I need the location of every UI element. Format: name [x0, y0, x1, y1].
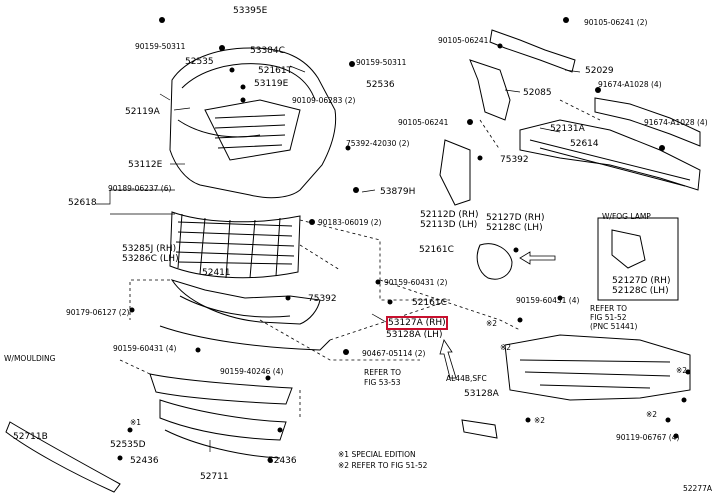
- note-wfog: W/FOG LAMP: [602, 212, 651, 221]
- note-wmoulding: W/MOULDING: [4, 354, 56, 363]
- part-label[interactable]: 52085: [523, 88, 552, 98]
- part-label[interactable]: 90105-06241 (2): [584, 18, 648, 27]
- mark-x2: ※2: [676, 366, 688, 375]
- part-label[interactable]: 90159-50311: [135, 42, 186, 51]
- engine-under-cover: [504, 334, 691, 401]
- part-label[interactable]: 53879H: [380, 187, 416, 197]
- part-label[interactable]: 52131A: [550, 124, 585, 134]
- note-alhb: AL44B,SFC: [446, 374, 487, 383]
- lower-grille: [169, 211, 301, 279]
- note-fig: FIG 51-52: [590, 313, 627, 322]
- part-label[interactable]: 52128C (LH): [486, 223, 543, 233]
- part-label[interactable]: 52127D (RH): [612, 276, 671, 286]
- mark-x2: ※2: [500, 343, 512, 352]
- part-label[interactable]: 90109-06283 (2): [292, 96, 356, 105]
- part-label[interactable]: 90183-06019 (2): [318, 218, 382, 227]
- mark-x2: ※2: [646, 410, 658, 419]
- part-label[interactable]: 53119E: [254, 79, 289, 89]
- note-refer: REFER TO: [590, 304, 628, 313]
- energy-absorber: [519, 119, 701, 191]
- part-label[interactable]: 90189-06237 (6): [108, 184, 172, 193]
- part-label[interactable]: 52618: [68, 198, 97, 208]
- part-label[interactable]: 53128A: [464, 389, 499, 399]
- part-label[interactable]: 52161C: [412, 298, 447, 308]
- part-label[interactable]: 52535D: [110, 440, 146, 450]
- part-label[interactable]: 52029: [585, 66, 614, 76]
- mark-x1: ※1: [130, 418, 142, 427]
- part-label[interactable]: 90179-06127 (2): [66, 308, 130, 317]
- part-label[interactable]: 75392-42030 (2): [346, 139, 410, 148]
- lower-bumper: [170, 279, 321, 325]
- part-label[interactable]: 52127D (RH): [486, 213, 545, 223]
- part-label[interactable]: 90467-05114 (2): [362, 349, 426, 358]
- part-label[interactable]: 52119A: [125, 107, 160, 117]
- legend-refer: ※2 REFER TO FIG 51-52: [338, 461, 428, 470]
- part-label[interactable]: 52614: [570, 139, 599, 149]
- part-label[interactable]: 90159-40246 (4): [220, 367, 284, 376]
- part-label[interactable]: 53395E: [233, 6, 268, 16]
- part-label[interactable]: 52436: [268, 456, 297, 466]
- part-label[interactable]: 90105-06241: [398, 118, 449, 127]
- part-label[interactable]: 90119-06767 (4): [616, 433, 680, 442]
- part-label[interactable]: 52411: [202, 268, 231, 278]
- part-label[interactable]: 53285J (RH): [122, 244, 177, 254]
- part-label[interactable]: 52128C (LH): [612, 286, 669, 296]
- part-label[interactable]: 52113D (LH): [420, 220, 478, 230]
- bumper-cover-outline: [169, 47, 337, 199]
- figure-number: 52277A: [683, 484, 712, 493]
- side-retainer: [439, 139, 471, 206]
- part-label[interactable]: 52711B: [13, 432, 48, 442]
- part-label[interactable]: 52436: [130, 456, 159, 466]
- part-label[interactable]: 52535: [185, 57, 214, 67]
- part-label[interactable]: 90159-60431 (4): [113, 344, 177, 353]
- note-pnc: (PNC 51441): [590, 322, 638, 331]
- part-label[interactable]: 52112D (RH): [420, 210, 479, 220]
- part-label[interactable]: 52161T: [258, 66, 293, 76]
- part-label[interactable]: 91674-A1028 (4): [644, 118, 708, 127]
- part-label[interactable]: 53286C (LH): [122, 254, 179, 264]
- part-label[interactable]: 52161C: [419, 245, 454, 255]
- part-label[interactable]: 53384C: [250, 46, 285, 56]
- part-label[interactable]: 90159-50311: [356, 58, 407, 67]
- fog-bracket: [476, 243, 513, 280]
- part-label[interactable]: 75392: [500, 155, 529, 165]
- fog-lamp-box: [597, 217, 679, 301]
- highlighted-part-label[interactable]: 53127A (RH): [386, 316, 448, 330]
- moulding-strip: [149, 373, 293, 405]
- legend-special-edition: ※1 SPECIAL EDITION: [338, 450, 416, 459]
- part-label[interactable]: 52711: [200, 472, 229, 482]
- part-label[interactable]: 90159-60431 (2): [384, 278, 448, 287]
- upper-retainer: [489, 29, 576, 73]
- part-label[interactable]: 90159-60431 (4): [516, 296, 580, 305]
- part-label[interactable]: 52536: [366, 80, 395, 90]
- note-fig: FIG 53-53: [364, 378, 401, 387]
- part-label[interactable]: 53128A (LH): [386, 330, 443, 340]
- reinforcement: [594, 97, 701, 147]
- part-label[interactable]: 75392: [308, 294, 337, 304]
- part-label[interactable]: 91674-A1028 (4): [598, 80, 662, 89]
- mark-x2: ※2: [486, 319, 498, 328]
- note-refer: REFER TO: [364, 368, 402, 377]
- part-label[interactable]: 90105-06241: [438, 36, 489, 45]
- moulding-52711b: [5, 421, 121, 493]
- mark-x2: ※2: [534, 416, 546, 425]
- part-label[interactable]: 53112E: [128, 160, 163, 170]
